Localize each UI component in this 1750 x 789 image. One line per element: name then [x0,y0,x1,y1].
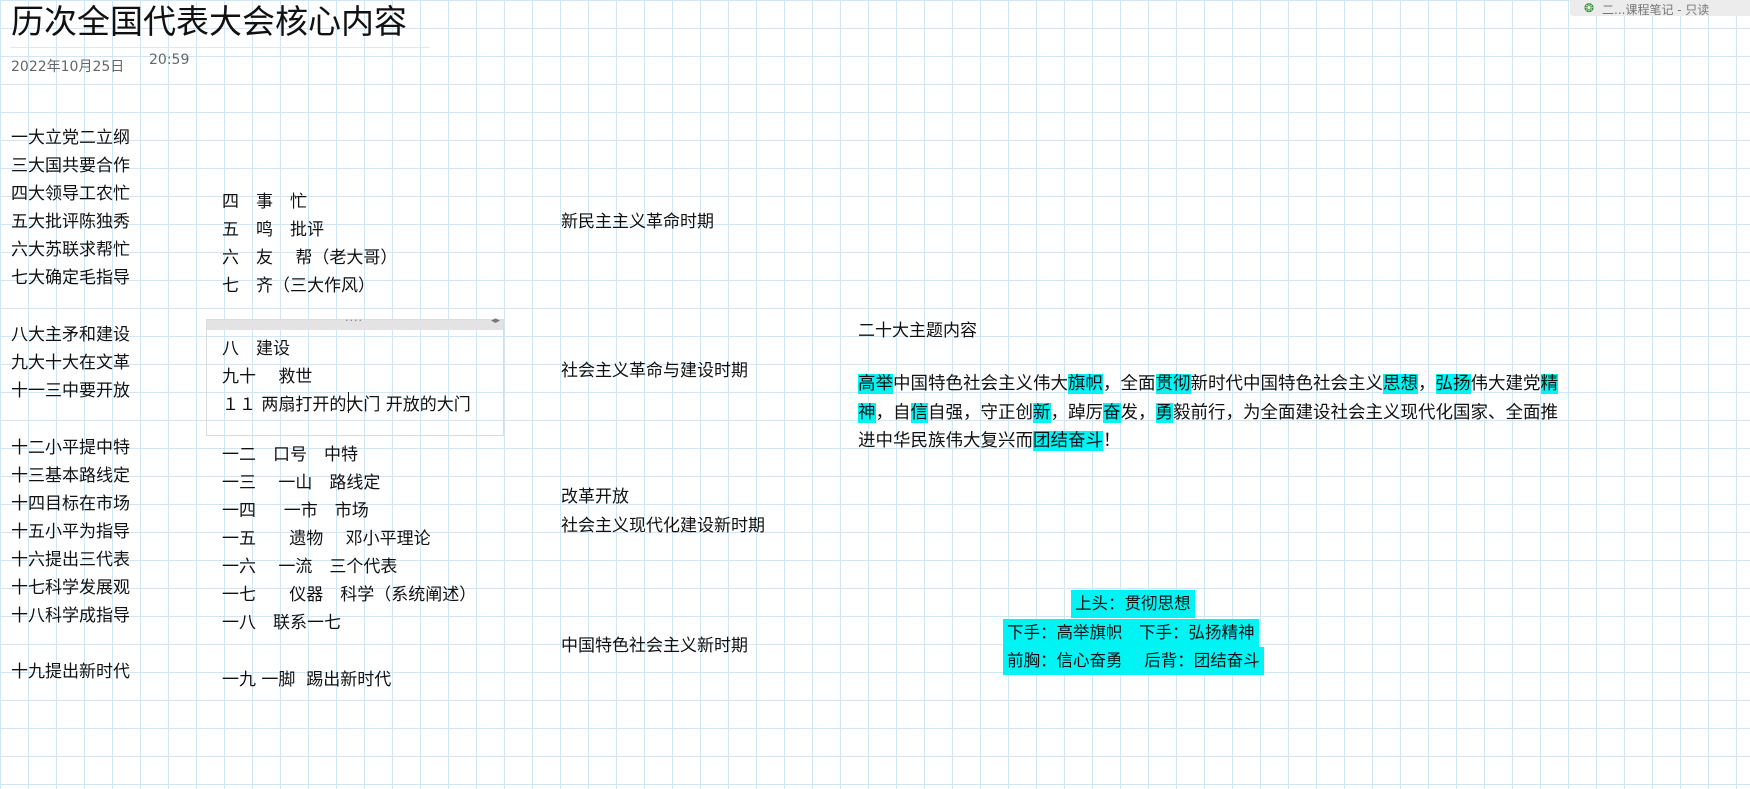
text-cursor [348,392,349,413]
list-item[interactable]: 六大苏联求帮忙 [11,240,130,260]
list-item[interactable]: 四大领导工农忙 [11,184,130,204]
list-item[interactable]: 七 齐（三大作风） [222,276,375,296]
title-divider [10,47,430,48]
period-label[interactable]: 改革开放 [561,487,629,507]
list-item[interactable]: 八大主矛和建设 [11,325,130,345]
highlighted-keyword: 勇 [1155,402,1173,423]
theme-paragraph[interactable]: 高举中国特色社会主义伟大旗帜，全面贯彻新时代中国特色社会主义思想，弘扬伟大建党精… [858,370,1558,456]
mnemonic-line[interactable]: 下手：高举旗帜 下手：弘扬精神 [1003,619,1259,647]
theme-text: 发， [1120,402,1156,423]
notebook-tab-label: 二...课程笔记 - 只读 [1602,3,1710,16]
period-label[interactable]: 社会主义现代化建设新时期 [561,516,765,536]
list-item[interactable]: 十七科学发展观 [11,578,130,598]
list-item[interactable]: 一四 一市 市场 [222,501,369,521]
period-label[interactable]: 中国特色社会主义新时期 [561,636,748,656]
mnemonic-line[interactable]: 前胸：信心奋勇 后背：团结奋斗 [1003,647,1264,675]
list-item[interactable]: 五 鸣 批评 [222,220,324,240]
page-time: 20:59 [149,52,190,68]
note-container[interactable]: ···· ◂▸ [206,314,504,436]
list-item[interactable]: 七大确定毛指导 [11,268,130,288]
period-label[interactable]: 新民主主义革命时期 [561,212,714,232]
highlighted-keyword: 弘扬 [1435,374,1471,394]
list-item[interactable]: 一八 联系一七 [222,613,341,633]
list-item[interactable]: 六 友 帮（老大哥） [222,248,398,268]
container-drag-handle[interactable]: ···· ◂▸ [207,314,503,330]
list-item[interactable]: 一二 口号 中特 [222,445,358,465]
list-item[interactable]: 十二小平提中特 [11,438,130,458]
highlighted-keyword: 贯彻 [1155,374,1191,394]
highlighted-keyword: 信 [910,402,928,423]
highlighted-keyword: 奋 [1103,402,1121,423]
list-item[interactable]: 一三 一山 路线定 [222,473,381,493]
list-item[interactable]: 一九 一脚 踢出新时代 [222,670,392,690]
theme-heading[interactable]: 二十大主题内容 [858,321,977,341]
list-item[interactable]: 三大国共要合作 [11,156,130,176]
theme-text: ！ [1103,431,1121,451]
period-label[interactable]: 社会主义革命与建设时期 [561,361,748,381]
theme-text: 自强，守正创 [928,402,1033,423]
highlighted-keyword: 高举 [858,374,893,394]
notebook-tab[interactable]: ❂ 二...课程笔记 - 只读 [1570,0,1750,16]
theme-text: 毅前行，为全面建设社会主义现代化国家、全面推进中华民族伟大复兴而 [858,402,1558,452]
list-item[interactable]: 十四目标在市场 [11,494,130,514]
list-item[interactable]: 十一三中要开放 [11,381,130,401]
list-item-editing[interactable]: １１ 两扇打开的大门 开放的大门 [222,395,471,415]
notebook-icon: ❂ [1584,1,1595,15]
highlighted-keyword: 旗帜 [1068,374,1103,394]
resize-arrows-icon[interactable]: ◂▸ [490,316,500,326]
highlighted-keyword: 团结奋斗 [1033,431,1103,451]
list-item[interactable]: 十九提出新时代 [11,662,130,682]
theme-text: ， [1418,374,1436,394]
list-item[interactable]: 十八科学成指导 [11,606,130,626]
list-item[interactable]: 一大立党二立纲 [11,128,130,148]
list-item[interactable]: 四 事 忙 [222,192,307,212]
theme-text: 中国特色社会主义伟大 [893,374,1068,394]
list-item[interactable]: 八 建设 [222,339,290,359]
highlighted-keyword: 思想 [1383,374,1418,394]
theme-text: 伟大建党 [1470,374,1541,394]
list-item[interactable]: 十六提出三代表 [11,550,130,570]
drag-grip-icon: ···· [345,314,363,327]
theme-text: 新时代中国特色社会主义 [1190,374,1384,394]
list-item[interactable]: 十三基本路线定 [11,466,130,486]
page-date: 2022年10月25日 [11,59,125,75]
mnemonic-line[interactable]: 上头：贯彻思想 [1071,590,1195,618]
list-item[interactable]: 一六 一流 三个代表 [222,557,398,577]
list-item[interactable]: 九十 救世 [222,367,313,387]
list-item[interactable]: 五大批评陈独秀 [11,212,130,232]
theme-text: ，自 [875,402,911,423]
list-item[interactable]: 十五小平为指导 [11,522,130,542]
list-item[interactable]: 九大十大在文革 [11,353,130,373]
highlighted-keyword: 新 [1033,402,1051,423]
theme-text: ，踔厉 [1050,402,1104,423]
list-item[interactable]: 一五 遗物 邓小平理论 [222,529,431,549]
page-title[interactable]: 历次全国代表大会核心内容 [11,2,407,41]
list-item[interactable]: 一七 仪器 科学（系统阐述） [222,585,477,605]
theme-text: ，全面 [1103,374,1156,394]
